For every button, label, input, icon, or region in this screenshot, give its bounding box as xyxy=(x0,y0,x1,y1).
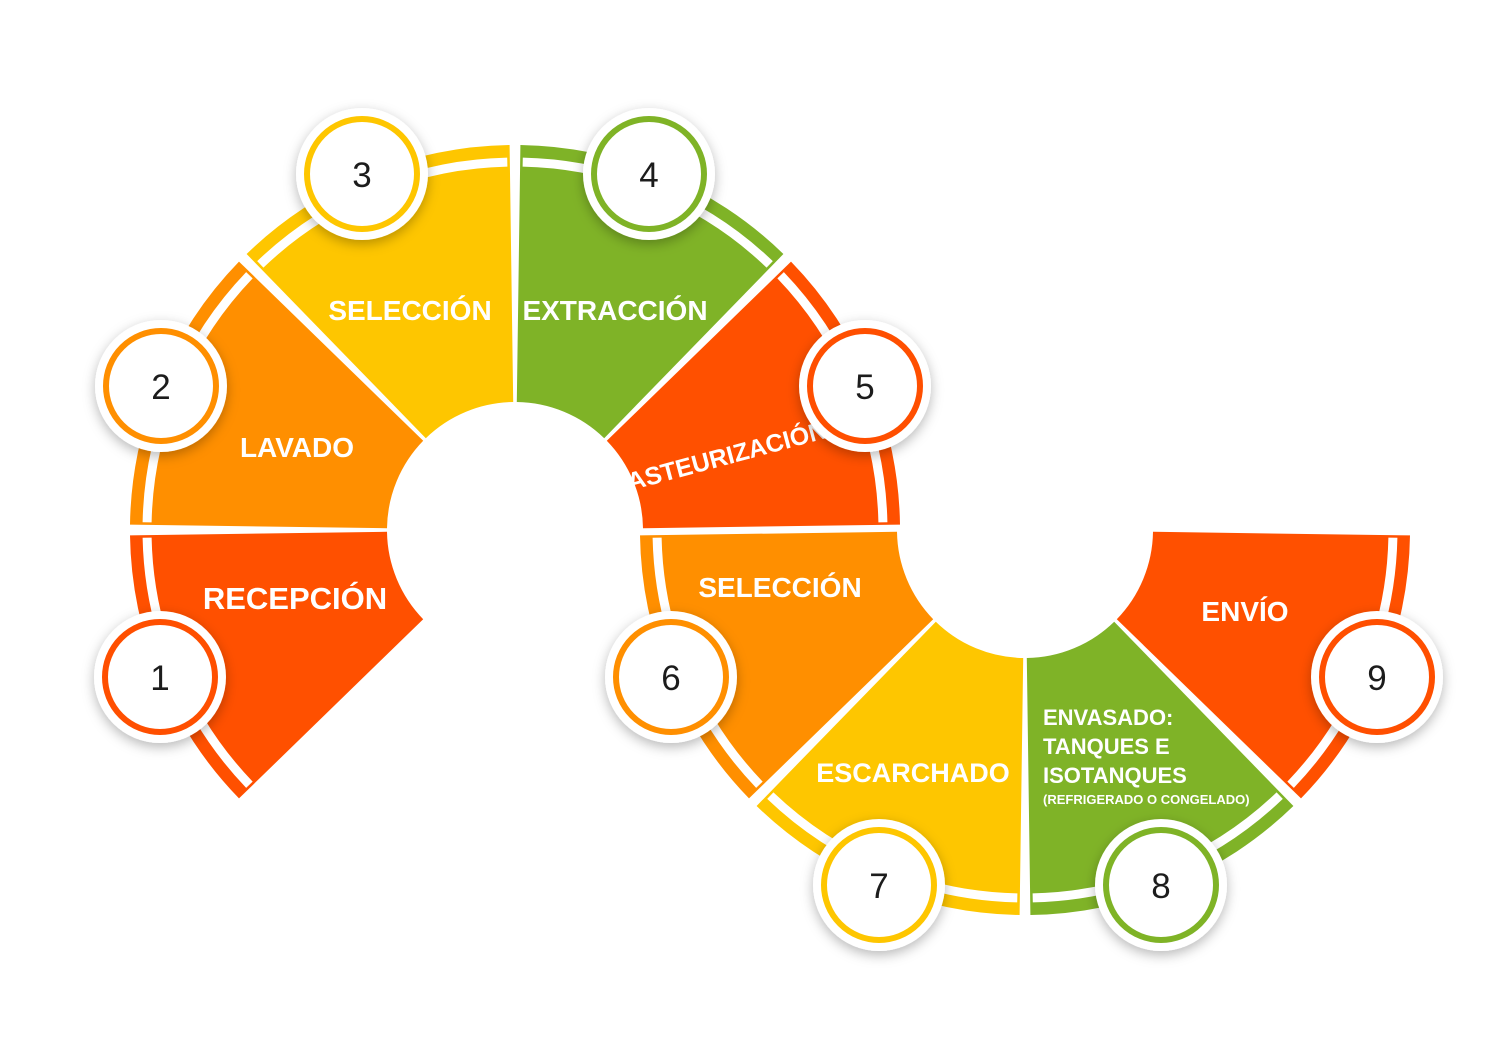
step-3-label: SELECCIÓN xyxy=(328,295,491,326)
step-1-number: 1 xyxy=(150,659,169,698)
step-2-badge: 2 xyxy=(95,320,227,452)
step-6-badge: 6 xyxy=(605,611,737,743)
step-9-number: 9 xyxy=(1367,659,1386,698)
step-4-number: 4 xyxy=(639,156,658,195)
step-2-number: 2 xyxy=(151,368,170,407)
step-1-badge: 1 xyxy=(94,611,226,743)
step-8-badge: 8 xyxy=(1095,819,1227,951)
step-8-number: 8 xyxy=(1151,867,1170,906)
step-7-badge: 7 xyxy=(813,819,945,951)
step-2-label: LAVADO xyxy=(240,432,354,463)
step-8-label-line-1: ENVASADO: xyxy=(1043,705,1173,730)
step-8-label-line-2: TANQUES E xyxy=(1043,734,1170,759)
step-5-number: 5 xyxy=(855,368,874,407)
step-3-number: 3 xyxy=(352,156,371,195)
step-7-number: 7 xyxy=(869,867,888,906)
step-6-number: 6 xyxy=(661,659,680,698)
step-8-sublabel: (REFRIGERADO O CONGELADO) xyxy=(1043,792,1250,807)
step-1-label: RECEPCIÓN xyxy=(203,580,387,616)
step-4-label: EXTRACCIÓN xyxy=(522,295,707,326)
step-9-label: ENVÍO xyxy=(1201,596,1288,627)
step-9-badge: 9 xyxy=(1311,611,1443,743)
step-4-badge: 4 xyxy=(583,108,715,240)
step-3-badge: 3 xyxy=(296,108,428,240)
step-5-badge: 5 xyxy=(799,320,931,452)
step-8-label-line-3: ISOTANQUES xyxy=(1043,763,1187,788)
step-7-label: ESCARCHADO xyxy=(816,758,1010,788)
step-6-label: SELECCIÓN xyxy=(698,572,861,603)
